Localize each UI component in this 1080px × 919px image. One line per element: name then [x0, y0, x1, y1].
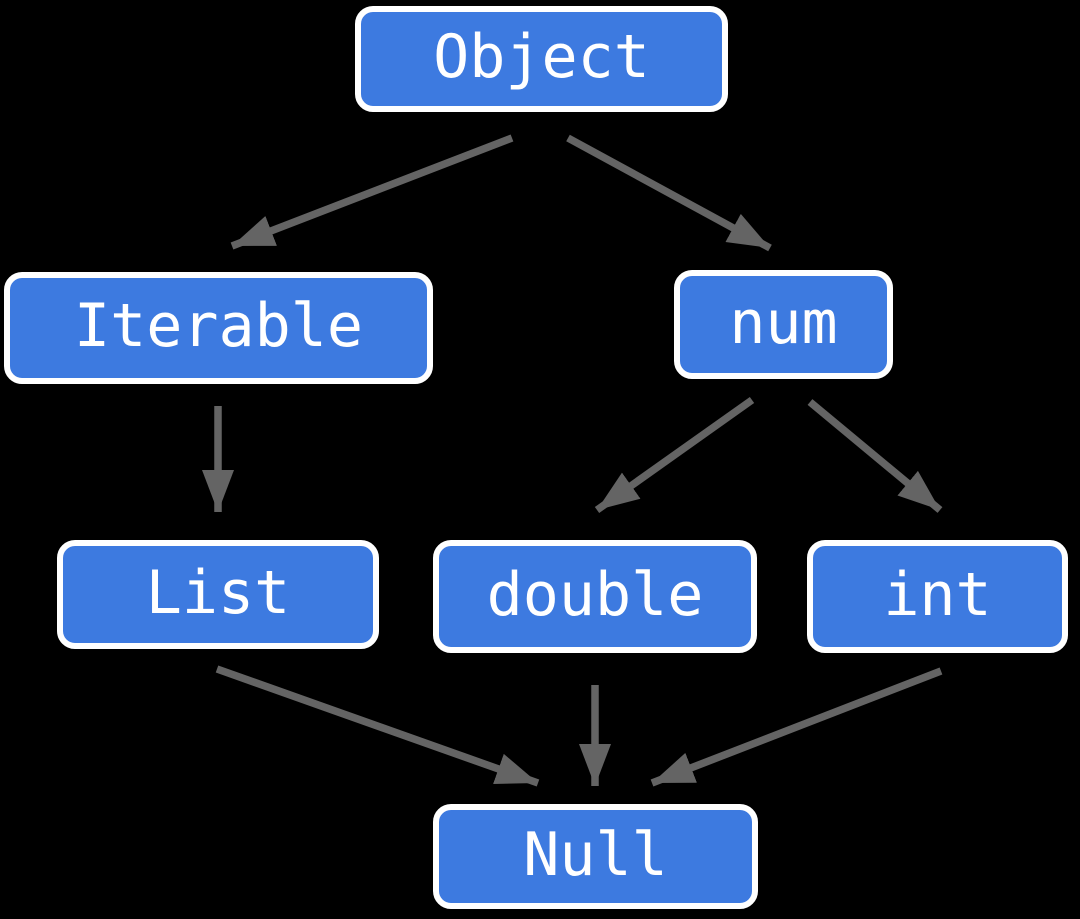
edge-object-to-iterable	[230, 134, 514, 250]
node-list: List	[57, 540, 379, 649]
node-label-list: List	[145, 557, 291, 628]
edge-num-to-double	[594, 396, 755, 514]
node-label-null: Null	[523, 819, 668, 890]
node-null: Null	[433, 804, 758, 909]
node-double: double	[433, 540, 757, 653]
node-label-object: Object	[433, 22, 650, 92]
node-int: int	[807, 540, 1068, 653]
node-label-double: double	[486, 559, 704, 630]
node-object: Object	[355, 6, 728, 112]
edge-int-to-null	[650, 667, 943, 787]
node-label-iterable: Iterable	[74, 291, 363, 361]
edge-object-to-num	[566, 134, 772, 252]
node-iterable: Iterable	[4, 272, 433, 384]
node-label-int: int	[883, 559, 992, 630]
edge-num-to-int	[807, 399, 943, 513]
edge-list-to-null	[215, 665, 540, 787]
node-label-num: num	[729, 287, 838, 358]
node-num: num	[674, 270, 893, 379]
